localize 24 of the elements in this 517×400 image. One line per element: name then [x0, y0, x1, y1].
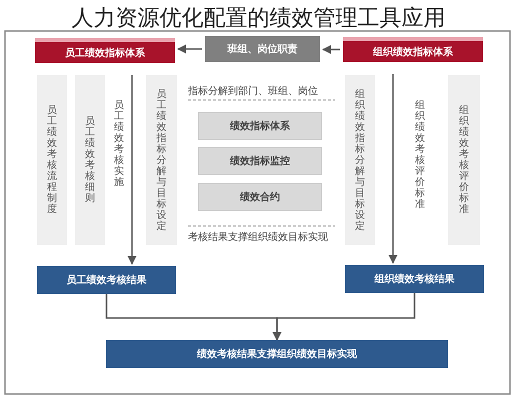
process-box: 绩效指标体系: [198, 112, 322, 140]
result-box: 员工绩效考核结果: [37, 266, 176, 294]
arrow: [128, 75, 136, 265]
text-column: 组织绩效指标分解与目标设定: [345, 75, 375, 245]
title: 人力资源优化配置的绩效管理工具应用: [70, 5, 446, 33]
arrow: [388, 74, 398, 264]
note-text: 员工绩效考核实施: [114, 100, 124, 188]
result-box: 绩效考核结果支撑组织绩效目标实现: [106, 340, 448, 368]
note-text: 考核结果支撑组织绩效目标实现: [188, 230, 329, 244]
arrow: [177, 44, 202, 54]
text-column: 组织绩效考核评价标准: [448, 75, 480, 245]
header-bar: 组织绩效指标体系: [343, 37, 483, 62]
text-column: 员工绩效考核流程制度: [37, 75, 67, 245]
note-text: 指标分解到部门、班组、岗位: [188, 84, 319, 98]
note-text: 组织绩效考核评价标准: [415, 100, 425, 210]
arrow: [272, 293, 416, 341]
header-bar: 班组、岗位职责: [205, 36, 320, 62]
arrow: [322, 45, 340, 54]
process-box: 绩效合约: [198, 183, 322, 211]
process-box: 绩效指标监控: [198, 147, 322, 175]
header-bar: 员工绩效指标体系: [35, 38, 175, 63]
text-column: 员工绩效指标分解与目标设定: [146, 75, 177, 245]
text-column: 员工绩效考核细则: [75, 75, 105, 245]
result-box: 组织绩效考核结果: [345, 265, 484, 293]
